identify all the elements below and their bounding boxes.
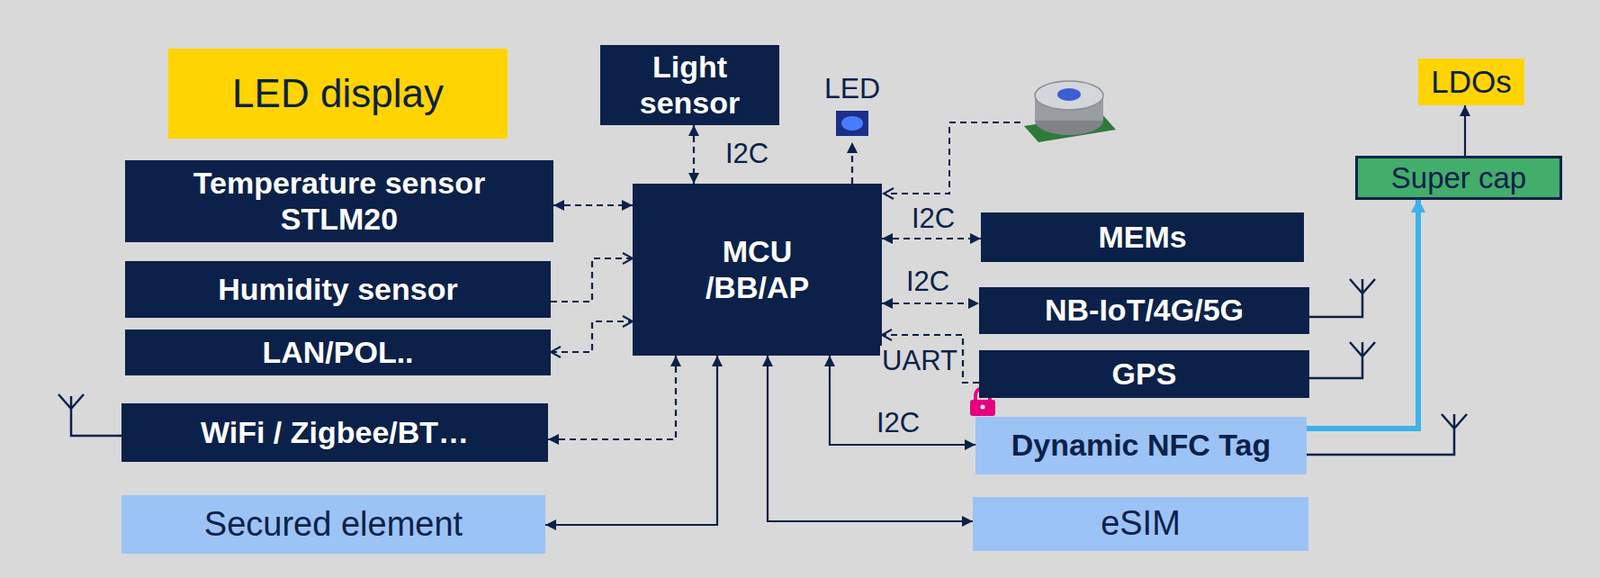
regulator-box: LDOs <box>1418 58 1525 106</box>
bus-connector <box>881 237 981 240</box>
connector <box>1464 105 1466 156</box>
node-text: Light sensor <box>609 49 771 120</box>
security-box: Secured element <box>121 494 546 554</box>
node-text: eSIM <box>1100 503 1181 544</box>
bus-connector <box>550 258 633 302</box>
node-text: Dynamic NFC Tag <box>1011 427 1271 463</box>
display-box: LED display <box>168 48 508 139</box>
sensor-box: MEMs <box>980 212 1304 262</box>
pressure-sensor <box>1024 80 1116 143</box>
nfc-antenna <box>1306 413 1467 455</box>
nfc-box: Dynamic NFC Tag <box>975 416 1307 475</box>
sensor-box: Light sensor <box>600 44 780 126</box>
power-line <box>1306 199 1419 429</box>
sensor-leader <box>883 122 1021 194</box>
node-text: Secured element <box>204 504 463 545</box>
node-text: Temperature sensor STLM20 <box>159 165 520 236</box>
connector <box>545 355 718 525</box>
node-text: LAN/POL.. <box>261 334 414 370</box>
bus-connector <box>550 321 633 352</box>
bus-label: UART <box>880 345 960 377</box>
supercap-box: Super cap <box>1355 155 1563 200</box>
node-text: WiFi / Zigbee/BT… <box>200 414 469 450</box>
led-glow <box>841 116 863 131</box>
led-icon <box>835 109 870 137</box>
led-body <box>835 110 869 136</box>
bus-connector <box>553 204 633 207</box>
node-text: LED display <box>232 71 444 117</box>
sensor-port <box>1057 88 1081 101</box>
wifi-antenna <box>58 394 122 436</box>
bus-connector <box>851 142 854 184</box>
bus-label: I2C <box>904 266 952 297</box>
node-text: GPS <box>1112 356 1178 392</box>
bus-label: I2C <box>723 138 771 170</box>
node-text: Humidity sensor <box>217 271 458 307</box>
sensor-box: Temperature sensor STLM20 <box>125 160 554 243</box>
interface-box: LAN/POL.. <box>125 329 551 376</box>
padlock-body <box>970 399 996 416</box>
bus-label: I2C <box>874 407 922 439</box>
padlock-keyhole <box>980 404 986 410</box>
cellular-antenna <box>1309 278 1376 317</box>
processor-box: MCU /BB/AP <box>632 183 882 356</box>
node-text: MCU /BB/AP <box>690 233 826 305</box>
radio-box: WiFi / Zigbee/BT… <box>121 403 549 462</box>
sensor-top <box>1034 80 1104 110</box>
bus-connector <box>548 355 676 440</box>
node-text: NB-IoT/4G/5G <box>1044 292 1244 328</box>
node-text: Super cap <box>1391 161 1527 196</box>
led-indicator: LED <box>820 66 884 143</box>
node-text: LDOs <box>1430 63 1511 100</box>
bus-connector <box>881 302 980 305</box>
bus-label: I2C <box>909 203 957 234</box>
gps-box: GPS <box>979 350 1310 398</box>
sensor-box: Humidity sensor <box>125 260 551 318</box>
bus-connector <box>692 125 695 184</box>
node-text: LED <box>824 71 881 106</box>
gps-antenna <box>1309 341 1376 378</box>
node-text: MEMs <box>1097 219 1187 255</box>
connector <box>767 355 973 522</box>
modem-box: NB-IoT/4G/5G <box>979 287 1310 334</box>
esim-box: eSIM <box>972 496 1309 551</box>
